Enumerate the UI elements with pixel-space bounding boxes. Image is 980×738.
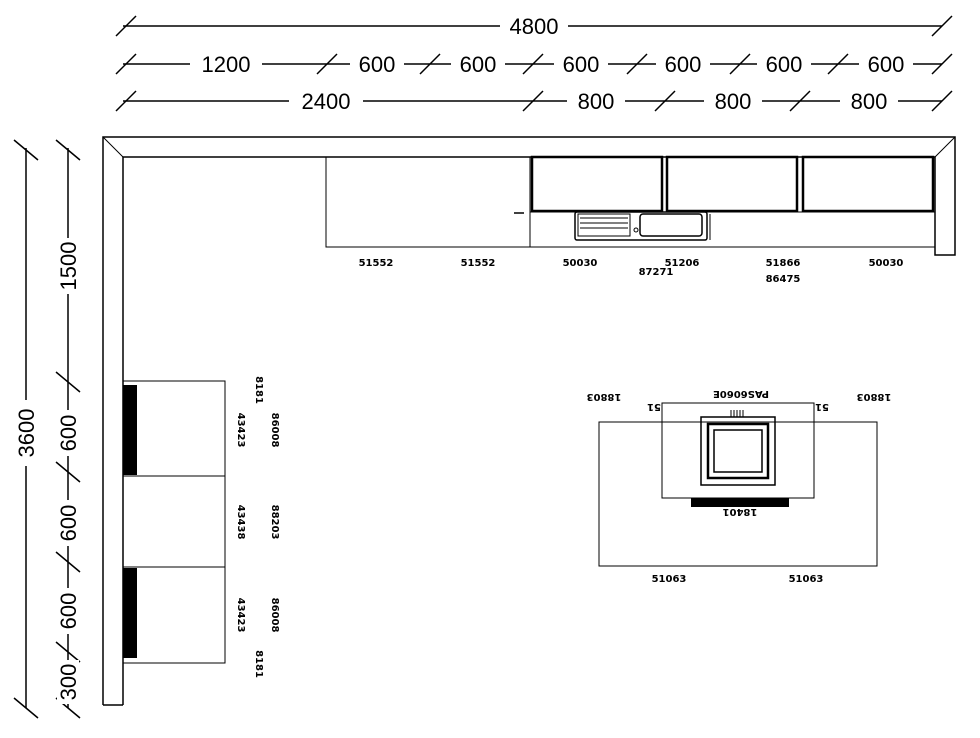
- dim-row2-label-3: 600: [460, 52, 497, 77]
- code-island-bottom-right: 51063: [789, 574, 824, 585]
- dim-vertical-inner: 1500 600 600 600 300: [55, 139, 81, 719]
- dim-vertical-inner-1500: 1500: [56, 242, 81, 291]
- code-top-3: 50030: [563, 258, 598, 269]
- dim-row3-label-1: 2400: [302, 89, 351, 114]
- code-under-hob: 18401: [723, 506, 758, 517]
- dim-row-2: 1200 600 600 600 600 600 600: [115, 52, 953, 77]
- code-left-front-top: 86008: [269, 413, 280, 448]
- code-island-bottom-left: 51063: [652, 574, 687, 585]
- dim-row3-label-4: 800: [851, 89, 888, 114]
- dim-row2-label-2: 600: [359, 52, 396, 77]
- code-left-cab-mid: 43438: [235, 505, 246, 540]
- dim-vertical-inner-600c: 600: [56, 593, 81, 630]
- dim-row2-label-4: 600: [563, 52, 600, 77]
- dim-vertical-inner-600b: 600: [56, 505, 81, 542]
- code-left-end-bot: 8181: [253, 650, 264, 678]
- code-top-6: 50030: [869, 258, 904, 269]
- dim-row2-label-6: 600: [766, 52, 803, 77]
- code-island-left-end: 18803: [587, 391, 622, 402]
- code-top-5b: 86475: [766, 274, 801, 285]
- dim-row2-label-7: 600: [868, 52, 905, 77]
- dim-vertical-outer-label: 3600: [14, 409, 39, 458]
- code-top-5: 51866: [766, 258, 801, 269]
- left-cabinet-run: [122, 380, 226, 664]
- dim-row1-label: 4800: [510, 14, 559, 39]
- code-top-1: 51552: [359, 258, 394, 269]
- dim-vertical-inner-300: 300: [56, 664, 81, 701]
- dim-row2-label-5: 600: [665, 52, 702, 77]
- hob: [691, 410, 789, 507]
- left-run-labels: 8181 43423 86008 43438 88203 43423 86008…: [235, 376, 280, 678]
- code-left-front-bot: 86008: [269, 598, 280, 633]
- sink: [574, 211, 711, 241]
- walls: [102, 136, 956, 706]
- dim-vertical-outer: 3600: [13, 139, 39, 719]
- island-labels: PAS6060E 18803 18803 51 51 18401 51063 5…: [587, 388, 892, 585]
- code-left-cab-bot: 43423: [235, 598, 246, 633]
- code-left-cab-top: 43423: [235, 413, 246, 448]
- top-run-labels: 51552 51552 50030 51206 51866 50030 8727…: [359, 258, 904, 285]
- code-top-4: 51206: [665, 258, 700, 269]
- code-island-right-small: 51: [815, 401, 829, 412]
- code-left-front-mid: 88203: [269, 505, 280, 540]
- code-hob: PAS6060E: [713, 388, 769, 399]
- code-island-left-small: 51: [647, 401, 661, 412]
- dim-row-1: 4800: [115, 14, 953, 39]
- dim-row3-label-2: 800: [578, 89, 615, 114]
- dim-row3-label-3: 800: [715, 89, 752, 114]
- code-sink: 87271: [639, 267, 674, 278]
- code-island-right-end: 18803: [857, 391, 892, 402]
- code-left-end-top: 8181: [253, 376, 264, 404]
- code-top-2: 51552: [461, 258, 496, 269]
- dim-row-3: 2400 800 800 800: [115, 89, 953, 114]
- dim-vertical-inner-600a: 600: [56, 415, 81, 452]
- dim-row2-label-1: 1200: [202, 52, 251, 77]
